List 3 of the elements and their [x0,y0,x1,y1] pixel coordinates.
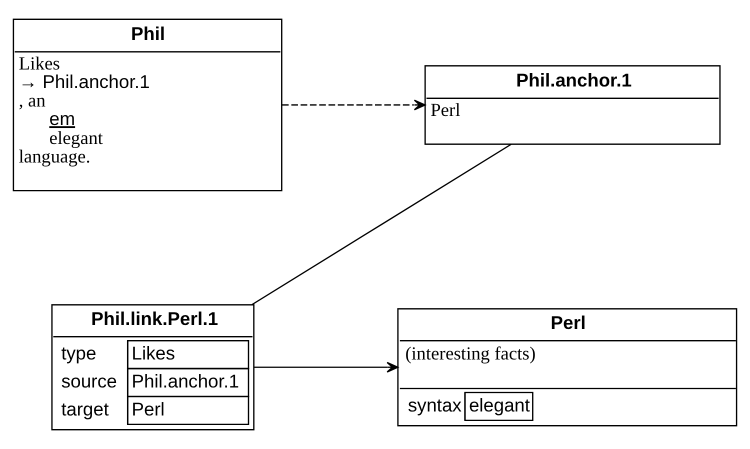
arrow [254,362,398,373]
arrow [282,100,426,110]
connector [252,144,512,306]
